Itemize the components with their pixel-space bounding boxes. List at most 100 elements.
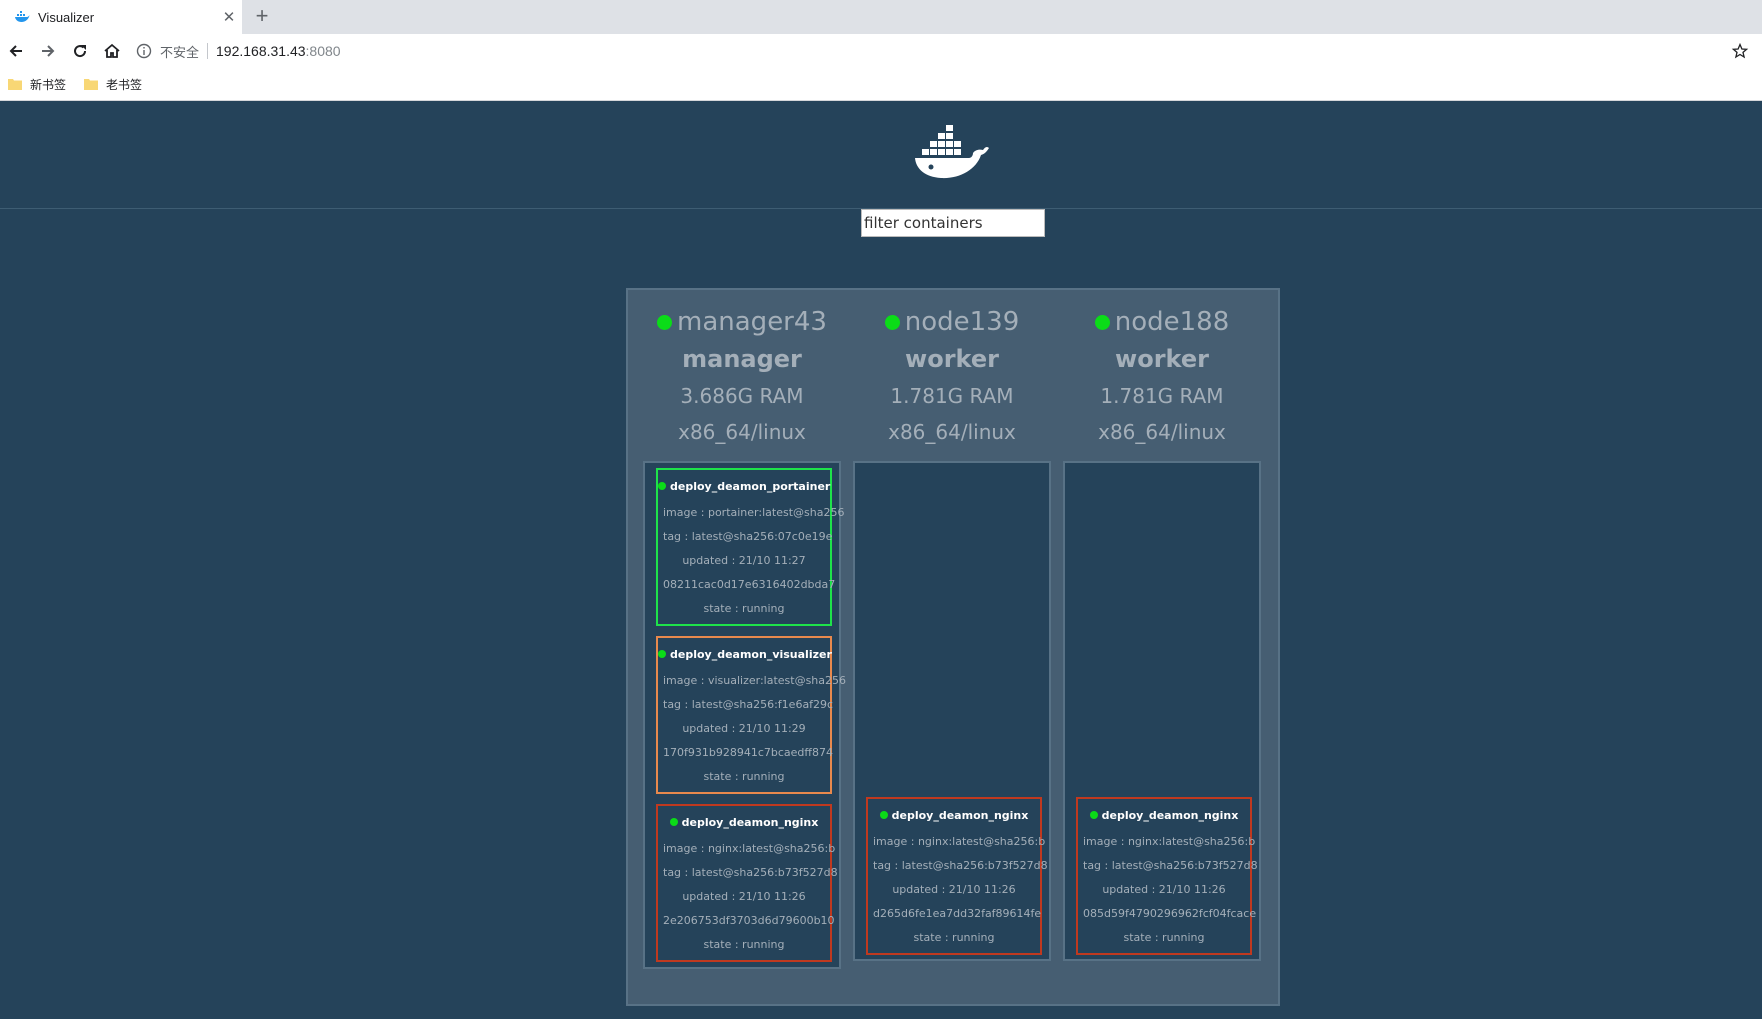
container-title-row: deploy_deamon_visualizer <box>658 643 832 669</box>
forward-arrow-icon <box>42 45 55 57</box>
node-ram: 3.686G RAM <box>680 384 804 408</box>
star-icon <box>1731 42 1749 59</box>
folder-icon <box>8 79 22 90</box>
container-id: 170f931b928941c7bcaedff874 <box>663 746 833 759</box>
container-tag: tag : latest@sha256:f1e6af29c <box>663 698 834 711</box>
container-name: deploy_deamon_nginx <box>891 809 1029 822</box>
container-image: image : nginx:latest@sha256:b <box>1083 835 1256 848</box>
node-column-node188: node188 worker 1.781G RAM x86_64/linux d… <box>1063 290 1261 961</box>
container-status-dot <box>1089 811 1098 819</box>
cluster-panel: manager43 manager 3.686G RAM x86_64/linu… <box>626 288 1280 1006</box>
address-separator <box>207 43 209 59</box>
container-name: deploy_deamon_nginx <box>681 816 819 829</box>
container-id: 08211cac0d17e6316402dbda7 <box>663 578 836 591</box>
container-image: image : portainer:latest@sha256 <box>663 506 845 519</box>
node-name-row: node188 <box>1063 304 1261 340</box>
container-image: image : nginx:latest@sha256:b <box>663 842 836 855</box>
back-button[interactable] <box>0 36 32 66</box>
bookmark-star-button[interactable] <box>1724 36 1756 66</box>
container-state: state : running <box>703 602 785 615</box>
bookmarks-bar: 新书签 老书签 <box>0 68 1762 101</box>
node-header: node139 worker 1.781G RAM x86_64/linux <box>853 304 1051 450</box>
node-os: x86_64/linux <box>1098 420 1226 444</box>
container-image: image : visualizer:latest@sha256 <box>663 674 847 687</box>
bookmark-label: 新书签 <box>30 77 67 92</box>
container-name: deploy_deamon_visualizer <box>670 648 832 661</box>
node-role: worker <box>905 345 999 373</box>
forward-button[interactable] <box>32 36 64 66</box>
node-ram: 1.781G RAM <box>890 384 1014 408</box>
folder-icon <box>84 79 99 90</box>
node-column-manager43: manager43 manager 3.686G RAM x86_64/linu… <box>643 290 846 969</box>
container-state: state : running <box>703 938 785 951</box>
container-card[interactable]: deploy_deamon_portainer image : portaine… <box>656 468 845 626</box>
container-status-dot <box>879 811 888 819</box>
url-host: 192.168.31.43 <box>216 43 306 59</box>
container-card[interactable]: deploy_deamon_nginx image : nginx:latest… <box>866 797 1048 955</box>
node-name-row: manager43 <box>643 304 841 340</box>
browser-toolbar: 不安全 192.168.31.43 :8080 <box>0 34 1762 68</box>
container-title-row: deploy_deamon_portainer <box>658 475 830 501</box>
docker-whale-logo <box>915 125 989 179</box>
reload-button[interactable] <box>64 36 96 66</box>
container-image: image : nginx:latest@sha256:b <box>873 835 1046 848</box>
node-name-row: node139 <box>853 304 1051 340</box>
info-icon[interactable] <box>136 43 152 59</box>
container-name: deploy_deamon_portainer <box>670 480 831 493</box>
container-id: 085d59f4790296962fcf04fcace <box>1083 907 1257 920</box>
node-status-dot <box>884 314 900 330</box>
container-tag: tag : latest@sha256:b73f527d8 <box>873 859 1048 872</box>
docker-favicon-icon <box>15 11 30 22</box>
home-icon <box>104 43 120 58</box>
new-tab-button[interactable]: + <box>255 3 269 28</box>
bookmark-old[interactable]: 老书签 <box>84 76 142 93</box>
container-tag: tag : latest@sha256:b73f527d8 <box>663 866 838 879</box>
container-state: state : running <box>913 931 995 944</box>
home-button[interactable] <box>96 36 128 66</box>
container-status-dot <box>669 818 678 826</box>
container-updated: updated : 21/10 11:26 <box>682 890 806 903</box>
node-containers-box: deploy_deamon_nginx image : nginx:latest… <box>853 461 1051 961</box>
container-state: state : running <box>1123 931 1205 944</box>
container-updated: updated : 21/10 11:26 <box>1102 883 1226 896</box>
node-name: node139 <box>904 307 1020 337</box>
back-arrow-icon <box>9 45 22 57</box>
tab-close-icon[interactable]: ✕ <box>222 9 236 26</box>
container-title-row: deploy_deamon_nginx <box>1078 804 1250 830</box>
node-name: node188 <box>1114 307 1230 337</box>
reload-icon <box>74 45 87 58</box>
container-updated: updated : 21/10 11:27 <box>682 554 806 567</box>
node-containers-box: deploy_deamon_nginx image : nginx:latest… <box>1063 461 1261 961</box>
container-status-dot <box>658 482 666 490</box>
container-tag: tag : latest@sha256:b73f527d8 <box>1083 859 1258 872</box>
bookmark-label: 老书签 <box>106 77 143 92</box>
container-state: state : running <box>703 770 785 783</box>
container-id: d265d6fe1ea7dd32faf89614fe <box>873 907 1042 920</box>
container-updated: updated : 21/10 11:29 <box>682 722 806 735</box>
address-bar[interactable]: 不安全 192.168.31.43 :8080 <box>136 37 1724 65</box>
node-header: manager43 manager 3.686G RAM x86_64/linu… <box>643 304 841 450</box>
container-card[interactable]: deploy_deamon_nginx image : nginx:latest… <box>656 804 838 962</box>
filter-containers-input[interactable] <box>861 209 1045 237</box>
node-containers-box: deploy_deamon_portainer image : portaine… <box>643 461 847 969</box>
container-title-row: deploy_deamon_nginx <box>658 811 830 837</box>
url-port: :8080 <box>305 43 341 59</box>
tab-title: Visualizer <box>38 9 95 25</box>
header-divider <box>0 208 1762 209</box>
container-card[interactable]: deploy_deamon_nginx image : nginx:latest… <box>1076 797 1258 955</box>
node-os: x86_64/linux <box>678 420 806 444</box>
browser-tabstrip: Visualizer ✕ + <box>0 0 1762 34</box>
bookmark-new[interactable]: 新书签 <box>8 76 66 93</box>
container-id: 2e206753df3703d6d79600b10 <box>663 914 835 927</box>
node-status-dot <box>657 314 673 330</box>
visualizer-page: manager43 manager 3.686G RAM x86_64/linu… <box>0 101 1762 1019</box>
node-header: node188 worker 1.781G RAM x86_64/linux <box>1063 304 1261 450</box>
node-column-node139: node139 worker 1.781G RAM x86_64/linux d… <box>853 290 1051 961</box>
container-tag: tag : latest@sha256:07c0e19e <box>663 530 833 543</box>
node-status-dot <box>1094 314 1110 330</box>
container-card[interactable]: deploy_deamon_visualizer image : visuali… <box>656 636 847 794</box>
node-role: manager <box>682 345 802 373</box>
node-role: worker <box>1115 345 1209 373</box>
browser-tab[interactable]: Visualizer ✕ <box>0 0 242 34</box>
security-label: 不安全 <box>160 44 200 60</box>
